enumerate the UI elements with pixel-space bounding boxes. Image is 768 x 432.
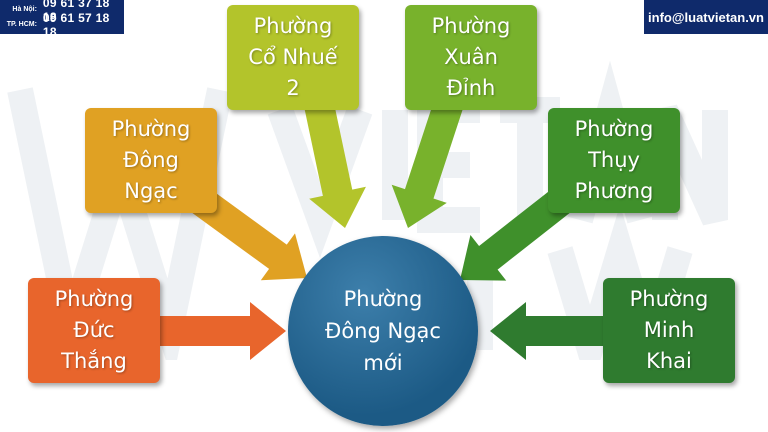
hcm-label: TP. HCM: [6,21,37,28]
center-line: Đông Ngạc [325,319,441,343]
box-line: Phường [54,287,134,311]
source-co-nhue-2: Phường Cổ Nhuế 2 [227,5,359,110]
hanoi-label: Hà Nội: [12,6,37,13]
box-line: Khai [646,349,692,373]
box-line: Thụy [588,148,640,172]
center-line: Phường [343,287,423,311]
hanoi-phone[interactable]: 09 61 37 18 18 [42,0,110,24]
box-line: Phương [574,179,654,203]
email-banner[interactable]: info@luatvietan.vn [644,0,768,34]
box-line: Xuân [444,45,498,69]
box-line: Phường [111,117,191,141]
box-line: Cổ Nhuế [248,45,338,69]
center-ward: Phường Đông Ngạc mới [288,236,478,426]
box-line: Minh [643,318,695,342]
arrow-3 [391,95,465,228]
box-line: Phường [431,14,511,38]
arrow-2 [303,96,366,228]
arrow-5 [490,302,615,360]
box-line: Đỉnh [446,76,496,100]
box-line: Ngạc [124,179,178,203]
phone-banner: Hà Nội: 09 61 37 18 18 TP. HCM: 09 61 57 1… [0,0,124,39]
box-line: Thắng [61,349,127,373]
box-line: 2 [286,76,300,100]
box-line: Đông [123,148,179,172]
arrow-0 [150,302,286,360]
center-line: mới [363,351,403,375]
box-line: Phường [253,14,333,38]
box-line: Đức [73,318,115,342]
arrow-4 [460,188,572,281]
hcm-phone[interactable]: 09 61 57 18 18 [42,10,110,39]
box-line: Phường [574,117,654,141]
arrow-1 [191,187,307,281]
box-line: Phường [629,287,709,311]
